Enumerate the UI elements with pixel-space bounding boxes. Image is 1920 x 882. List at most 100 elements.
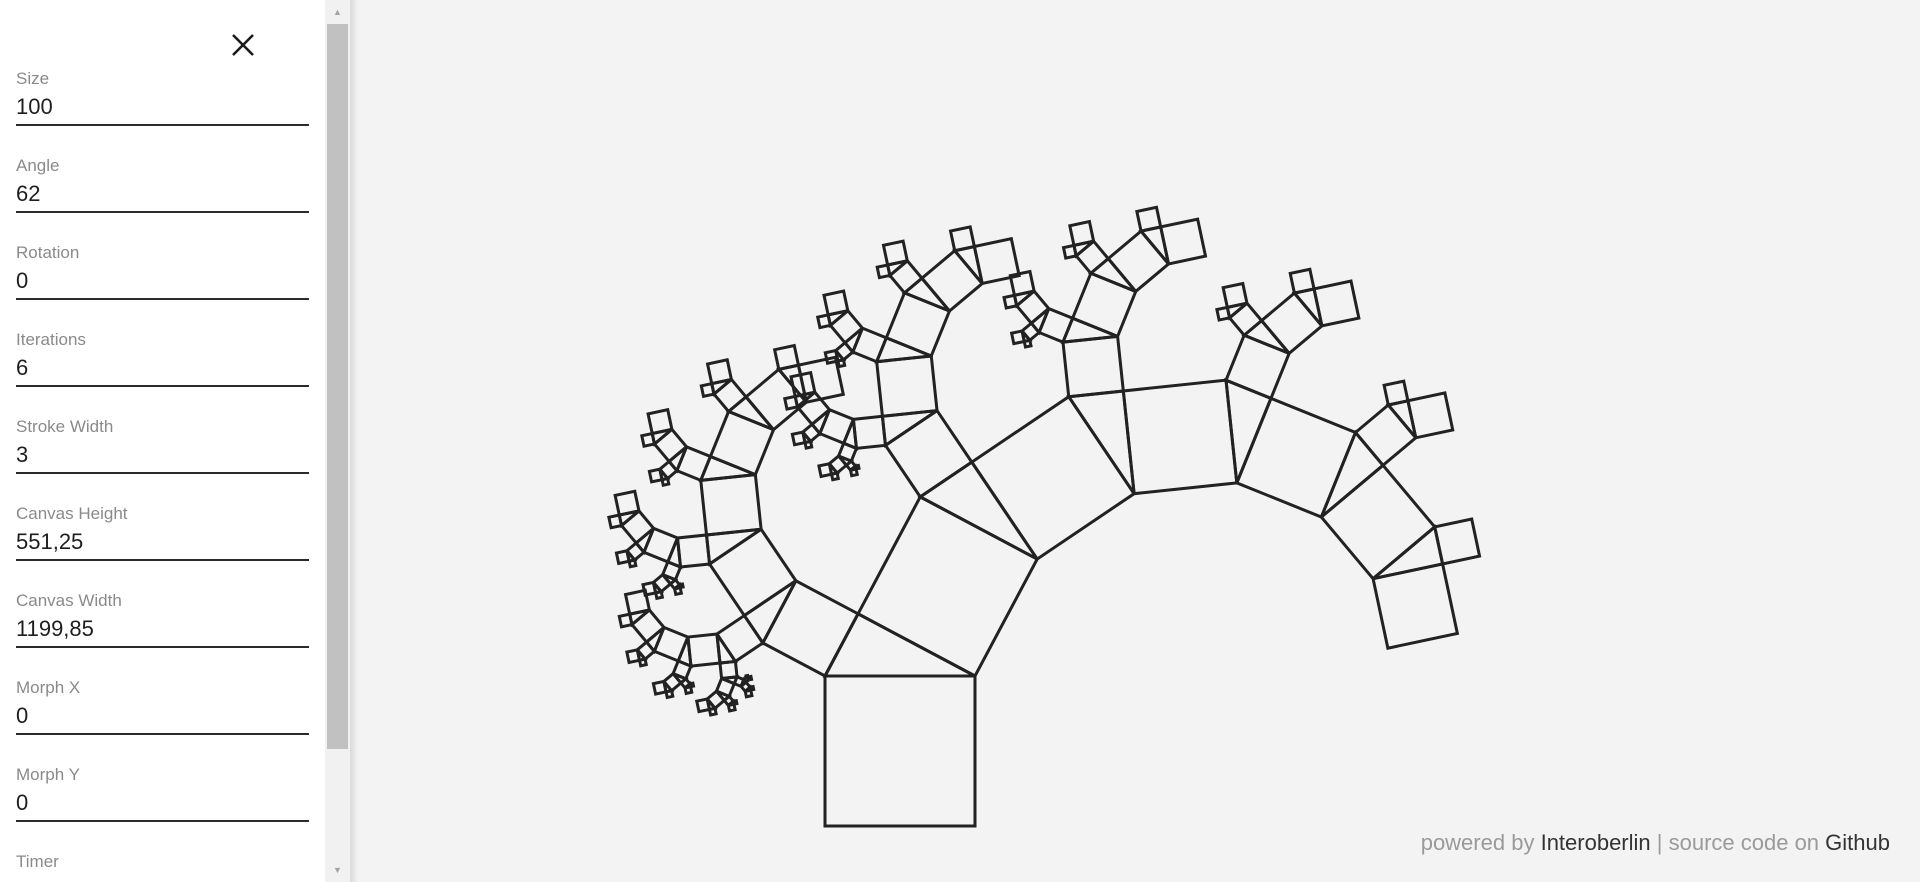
tree-square — [817, 461, 834, 479]
scroll-up-arrow-icon[interactable]: ▲ — [333, 7, 342, 17]
morph-y-label: Morph Y — [16, 765, 80, 784]
tree-square — [1068, 219, 1096, 248]
tree-square — [1009, 329, 1027, 346]
canvas-height-input[interactable] — [16, 527, 309, 561]
panel-shadow — [350, 0, 358, 882]
tree-square — [823, 348, 840, 366]
tree-square — [699, 472, 763, 537]
tree-square — [617, 612, 634, 629]
rotation-field: Rotation — [16, 243, 309, 300]
tree-square — [1406, 391, 1455, 440]
timer-field: Timer — [16, 852, 309, 882]
tree-square — [1432, 517, 1482, 566]
morph-x-input[interactable] — [16, 701, 309, 735]
tree-square — [1227, 301, 1264, 338]
tree-square — [640, 431, 657, 448]
angle-input[interactable] — [16, 179, 309, 213]
scrollbar-thumb[interactable] — [327, 24, 348, 749]
tree-square — [683, 684, 694, 696]
tree-square — [1061, 334, 1125, 399]
tree-square — [646, 407, 674, 436]
tree-square — [675, 533, 712, 569]
morph-y-field: Morph Y — [16, 765, 309, 822]
canvas-width-input[interactable] — [16, 614, 309, 648]
canvas-height-label: Canvas Height — [16, 504, 128, 523]
control-panel: Size Angle Rotation Iterations Stroke Wi… — [0, 0, 325, 882]
stroke-width-label: Stroke Width — [16, 417, 114, 436]
tree-square — [711, 377, 749, 414]
timer-input[interactable] — [16, 875, 309, 882]
tree-square — [969, 394, 1137, 562]
tree-square — [1234, 396, 1358, 519]
tree-square — [836, 358, 847, 369]
tree-square — [948, 225, 977, 253]
canvas-width-field: Canvas Width — [16, 591, 309, 648]
powered-by-text: powered by — [1420, 830, 1535, 855]
github-link[interactable]: Github — [1825, 830, 1890, 855]
iterations-input[interactable] — [16, 353, 309, 387]
tree-square — [875, 263, 892, 280]
tree-square — [660, 476, 671, 487]
morph-x-field: Morph X — [16, 678, 309, 735]
tree-square — [664, 688, 675, 700]
tree-square — [1382, 379, 1410, 407]
tree-square — [772, 343, 801, 372]
rotation-input[interactable] — [16, 266, 309, 300]
close-panel-button[interactable] — [228, 30, 258, 60]
rotation-label: Rotation — [16, 243, 80, 262]
tree-square — [1312, 279, 1361, 328]
tree-square — [651, 679, 668, 696]
close-icon — [232, 34, 254, 56]
tree-square — [708, 409, 776, 477]
source-code-text: | source code on — [1656, 830, 1820, 855]
tree-square — [822, 289, 850, 317]
stroke-width-input[interactable] — [16, 440, 309, 474]
tree-triangle — [822, 611, 976, 678]
scroll-down-arrow-icon[interactable]: ▼ — [333, 865, 342, 875]
tree-square — [803, 439, 814, 450]
iterations-label: Iterations — [16, 330, 86, 349]
tree-square — [746, 674, 754, 682]
tree-square — [647, 467, 664, 484]
angle-label: Angle — [16, 156, 60, 175]
tree-square — [1002, 293, 1019, 310]
tree-square — [887, 258, 925, 295]
tree-square — [875, 354, 939, 418]
tree-square — [851, 414, 888, 451]
tree-square — [1353, 402, 1418, 468]
tree-square — [637, 657, 649, 668]
size-input[interactable] — [16, 92, 309, 126]
tree-square — [1022, 338, 1033, 349]
tree-square — [1070, 271, 1138, 339]
tree-square — [881, 239, 910, 267]
tree-square — [796, 355, 846, 404]
tree-square — [699, 381, 716, 399]
tree-square — [1288, 267, 1316, 295]
tree-square — [790, 430, 807, 447]
morph-y-input[interactable] — [16, 788, 309, 822]
tree-square — [815, 313, 833, 330]
tree-square — [653, 589, 665, 601]
tree-square — [625, 648, 642, 665]
tree-square — [641, 580, 658, 597]
canvas-width-label: Canvas Width — [16, 591, 122, 610]
stroke-width-field: Stroke Width — [16, 417, 309, 474]
tree-square — [694, 697, 712, 714]
tree-square — [884, 290, 952, 358]
tree-square — [672, 585, 684, 597]
tree-square — [848, 467, 860, 478]
interoberlin-link[interactable]: Interoberlin — [1540, 830, 1651, 855]
tree-square — [883, 408, 974, 499]
panel-scrollbar[interactable]: ▲ ▼ — [325, 0, 350, 882]
size-label: Size — [16, 69, 50, 88]
tree-square — [705, 358, 734, 386]
tree-square — [1319, 463, 1437, 581]
tree-square — [789, 370, 817, 399]
tree-square — [1215, 305, 1232, 322]
tree-square — [1371, 562, 1460, 650]
footer-credits: powered by Interoberlin | source code on… — [1421, 830, 1890, 856]
tree-square — [1008, 269, 1036, 298]
tree-triangle — [917, 460, 1039, 561]
tree-square — [607, 513, 624, 530]
